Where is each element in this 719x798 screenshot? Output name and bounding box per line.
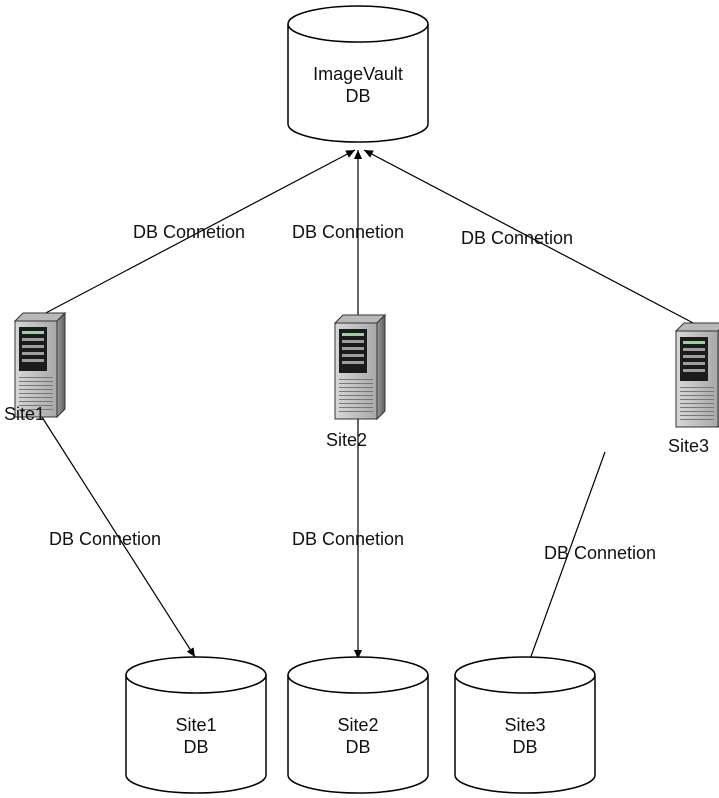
imagevault-db-title: ImageVault <box>313 64 403 84</box>
site3-db-title: Site3 <box>504 715 545 735</box>
connection-label-site3-lower: DB Connetion <box>544 543 656 563</box>
connection-line-site3-to-site3db <box>524 451 606 674</box>
site3-db-subtitle: DB <box>512 737 537 757</box>
site3-db-cylinder: Site3 DB <box>454 656 596 794</box>
site1-db-subtitle: DB <box>183 737 208 757</box>
server-label-site3: Site3 <box>668 436 709 456</box>
server-label-site2: Site2 <box>326 430 367 450</box>
site1-db-title: Site1 <box>175 715 216 735</box>
connection-line-site1-to-imagevault <box>39 149 356 317</box>
server-tower-icon <box>13 311 67 419</box>
connection-label-site1-upper: DB Connetion <box>133 222 245 242</box>
imagevault-db-cylinder: ImageVault DB <box>287 5 429 143</box>
server-tower-icon <box>333 313 387 421</box>
server-tower-icon <box>674 322 719 429</box>
site2-db-title: Site2 <box>337 715 378 735</box>
imagevault-db-subtitle: DB <box>345 86 370 106</box>
site1-db-cylinder: Site1 DB <box>125 656 267 794</box>
site2-db-cylinder: Site2 DB <box>287 656 429 794</box>
connection-line-site1-to-site1db <box>39 413 196 658</box>
connection-label-site2-upper: DB Connetion <box>292 222 404 242</box>
site2-db-subtitle: DB <box>345 737 370 757</box>
connection-label-site1-lower: DB Connetion <box>49 529 161 549</box>
connection-label-site2-lower: DB Connetion <box>292 529 404 549</box>
server-label-site1: Site1 <box>4 404 45 424</box>
connection-line-site3-to-imagevault <box>363 149 698 326</box>
connection-label-site3-upper: DB Connetion <box>461 228 573 248</box>
